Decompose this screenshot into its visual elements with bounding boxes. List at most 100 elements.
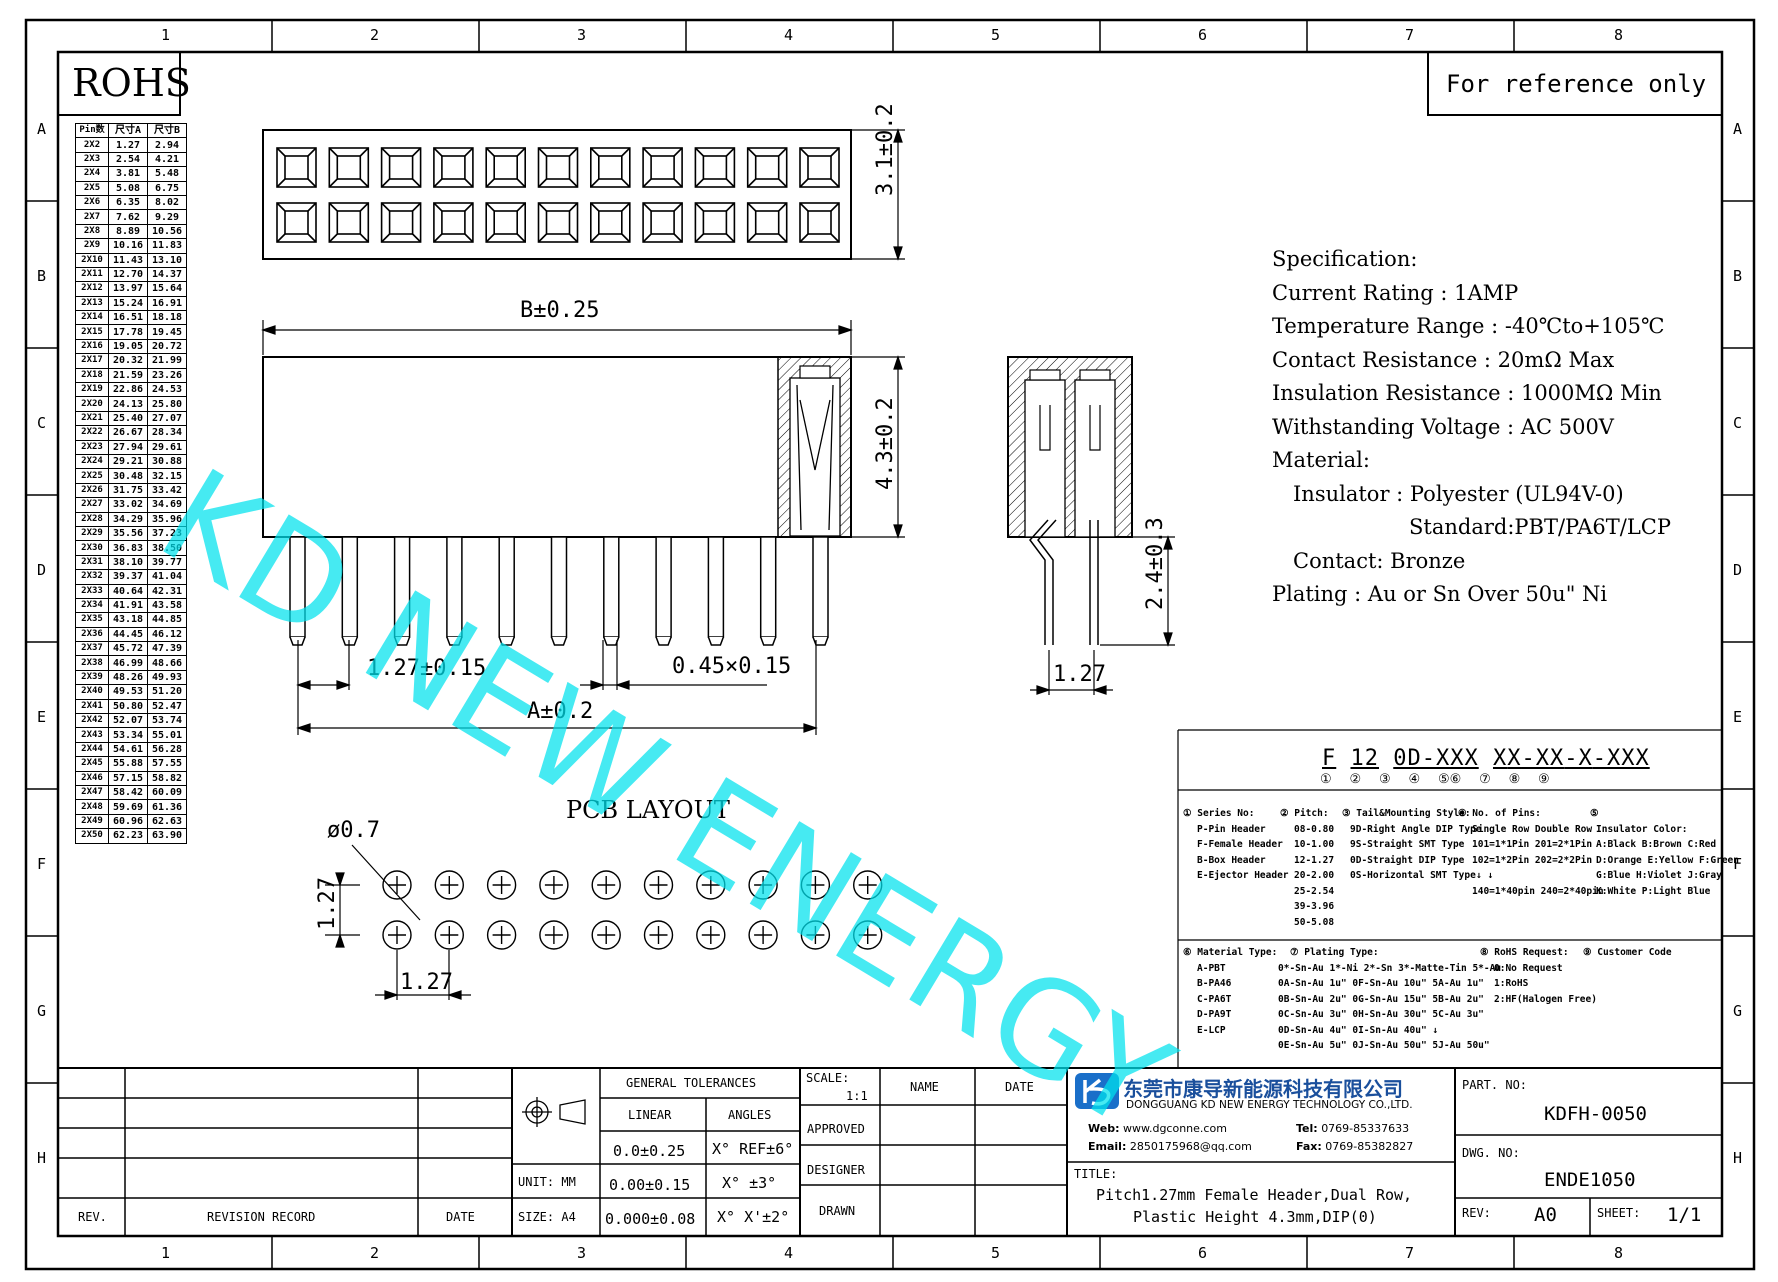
size-a-cell: 41.91 — [108, 597, 148, 614]
dim-width-b: B±0.25 — [520, 298, 600, 323]
dim-pcb-col: 1.27 — [400, 970, 453, 995]
pin-count-cell: 2X23 — [75, 439, 109, 455]
contact-cavity — [380, 202, 422, 243]
size-b-cell: 51.20 — [147, 684, 187, 700]
pcb-layout-title: PCB LAYOUT — [566, 796, 730, 824]
contact-cavity-bevel — [694, 202, 735, 243]
spec-insulator: Insulator : Polyester (UL94V-0) — [1293, 481, 1624, 506]
size-b-cell: 24.53 — [147, 382, 187, 398]
size-b-cell: 37.23 — [147, 525, 187, 542]
legend-color-abc: A:Black B:Brown C:Red — [1596, 839, 1717, 850]
pin-count-cell: 2X8 — [75, 223, 109, 240]
linear-tol-1: 0.0±0.25 — [613, 1142, 686, 1160]
dim-pcb-hole: ø0.7 — [327, 818, 380, 843]
pin-count-cell: 2X25 — [75, 468, 109, 484]
size-b-cell: 14.37 — [147, 266, 187, 283]
legend-plating-a: 0A-Sn-Au 1u" 0F-Sn-Au 10u" 5A-Au 1u" — [1278, 978, 1484, 989]
size-b-cell: 23.26 — [147, 367, 187, 384]
size-b-cell: 46.12 — [147, 626, 187, 643]
legend-rohs-1: 1:RoHS — [1494, 978, 1529, 989]
size-a-cell: 25.40 — [108, 410, 148, 427]
general-tolerances: GENERAL TOLERANCES — [626, 1076, 757, 1090]
contact-cavity-bevel — [694, 147, 735, 188]
legend-color-ghj: G:Blue H:Violet J:Gray — [1596, 870, 1722, 881]
spec-contact-resistance: Contact Resistance : 20mΩ Max — [1272, 347, 1615, 372]
size-a-cell: 24.13 — [108, 396, 148, 412]
contact-cavity — [589, 147, 631, 188]
legend-pitch-39: 39-3.96 — [1294, 901, 1335, 912]
size-b-cell: 49.93 — [147, 669, 187, 686]
zone-row-h-right: H — [1733, 1149, 1743, 1167]
legend-tail-title: ③ Tail&Mounting Style: — [1342, 808, 1471, 819]
contact-cavity — [799, 202, 840, 243]
legend-rohs-title: ⑧ RoHS Request: — [1480, 947, 1569, 958]
pcb-hole — [591, 920, 621, 950]
dim-width-a: A±0.2 — [527, 699, 594, 724]
size-a-cell: 45.72 — [108, 641, 148, 657]
contact-cavity — [746, 147, 788, 188]
pin — [655, 536, 672, 638]
contact-cavity-inner — [807, 155, 832, 180]
contact-cavity-bevel — [381, 202, 422, 243]
contact-cavity-inner — [441, 210, 466, 235]
pin-count-cell: 2X50 — [75, 828, 109, 844]
size-b-cell: 4.21 — [147, 151, 187, 168]
pin-table-header: Pin数 尺寸A 尺寸B — [75, 122, 187, 139]
size-a-cell: 50.80 — [108, 698, 148, 715]
contact-cavity-inner — [388, 210, 414, 235]
pcb-hole — [748, 920, 778, 950]
pin — [603, 536, 620, 638]
size-a-cell: 60.96 — [108, 813, 148, 830]
pin — [707, 536, 725, 638]
size-a-cell: 12.70 — [108, 266, 148, 283]
title-label: TITLE: — [1074, 1167, 1118, 1181]
zone-row-g-right: G — [1733, 1002, 1743, 1020]
pin-count-cell: 2X45 — [75, 756, 109, 772]
pin-count-cell: 2X14 — [75, 310, 109, 326]
size-a-cell: 40.64 — [108, 583, 148, 599]
pin-tip — [812, 636, 829, 646]
legend-pitch-08: 08-0.80 — [1294, 823, 1335, 835]
size-b-cell: 16.91 — [147, 295, 187, 312]
part-no-value: KDFH-0050 — [1544, 1103, 1647, 1125]
contact-cavity-bevel — [485, 147, 526, 188]
zone-row-c-right: C — [1733, 414, 1743, 432]
marker-2: ② — [1349, 772, 1362, 787]
sheet-value: 1/1 — [1667, 1204, 1702, 1226]
pin-count-cell: 2X9 — [75, 238, 109, 254]
legend-pitch-25: 25-2.54 — [1294, 885, 1335, 897]
pcb-hole — [748, 870, 778, 900]
legend-customer: ⑨ Customer Code — [1583, 947, 1672, 958]
contact-cavity — [694, 202, 736, 243]
size-a-cell: 8.89 — [108, 223, 148, 240]
rev-header: REV. — [78, 1210, 107, 1224]
zone-row-a-right: A — [1733, 120, 1743, 138]
dim-pitch: 1.27±0.15 — [367, 656, 487, 681]
size-b-cell: 41.04 — [147, 569, 187, 585]
zone-row-f: F — [37, 855, 47, 873]
zone-col-4-bottom: 4 — [784, 1244, 794, 1262]
legend-plating-c: 0C-Sn-Au 3u" 0H-Sn-Au 30u" 5C-Au 3u" — [1278, 1009, 1484, 1020]
size-a-cell: 6.35 — [108, 194, 148, 211]
pcb-hole — [539, 920, 569, 950]
contact-cavity — [642, 147, 683, 188]
size-b-cell: 33.42 — [147, 482, 187, 499]
contact-cavity-inner — [597, 155, 623, 180]
size-a-cell: 19.05 — [108, 338, 148, 355]
pin-count-cell: 2X28 — [75, 511, 109, 527]
size-b-cell: 15.64 — [147, 281, 187, 297]
pcb-hole — [853, 920, 883, 950]
contact-cavity — [485, 147, 527, 188]
legend-pins-102: 102=1*2Pin 202=2*2Pin — [1472, 854, 1593, 866]
header-pin-count: Pin数 — [75, 122, 109, 139]
size-b-cell: 60.09 — [147, 784, 187, 801]
